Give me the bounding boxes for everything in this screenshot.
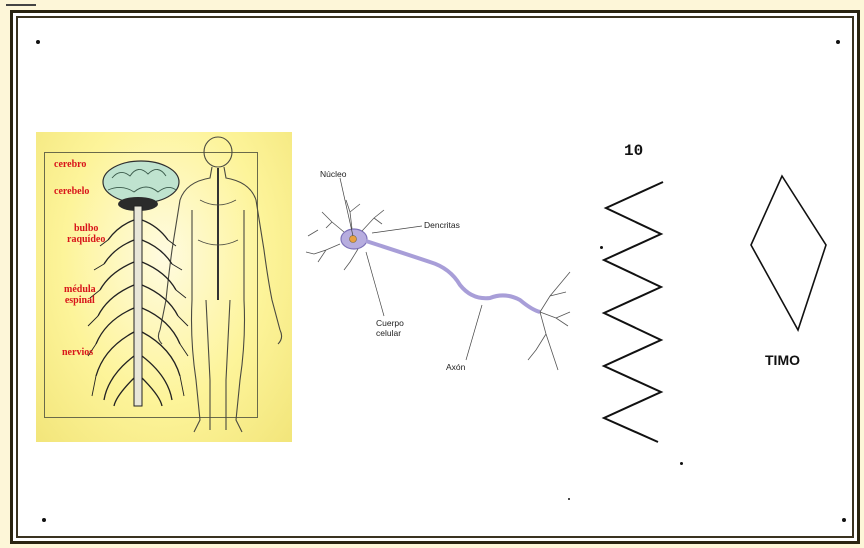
label-nervios: nervios <box>62 347 93 358</box>
diamond-shape <box>751 176 826 330</box>
label-cerebro: cerebro <box>54 159 86 170</box>
zigzag-line <box>604 182 663 442</box>
brain-illustration <box>103 161 179 211</box>
neuron-illustration <box>306 178 570 370</box>
label-nucleo: Núcleo <box>320 169 346 179</box>
label-dendritas: Dencritas <box>424 220 460 230</box>
label-medula-espinal: médula espinal <box>64 284 96 306</box>
label-cerebelo: cerebelo <box>54 186 89 197</box>
label-cuerpo-celular: Cuerpo celular <box>376 318 404 338</box>
zigzag-number: 10 <box>624 142 643 160</box>
label-bulbo-raquideo: bulbo raquídeo <box>67 223 105 245</box>
label-axon: Axón <box>446 362 465 372</box>
label-timo: TIMO <box>765 352 800 368</box>
